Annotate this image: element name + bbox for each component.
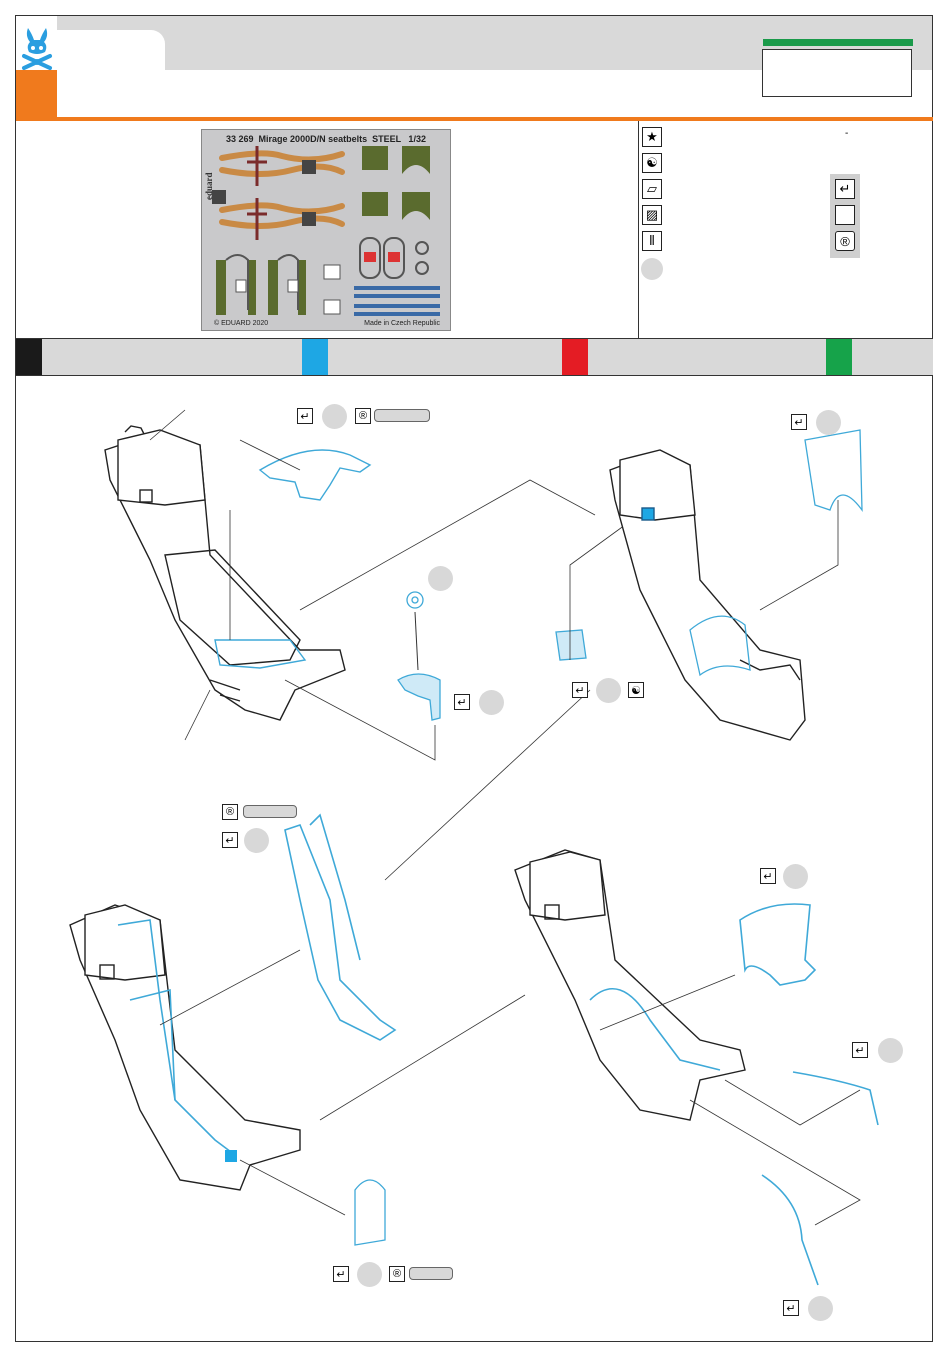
- part-circle: [244, 828, 269, 853]
- part-circle: [783, 864, 808, 889]
- yin-yang-icon: ☯: [628, 682, 644, 698]
- part-circle: [479, 690, 504, 715]
- bend-tick-icon: ↵: [783, 1300, 799, 1316]
- buckle-part: [355, 1180, 385, 1245]
- bend-tick-icon: ↵: [454, 694, 470, 710]
- bend-tick-icon: ↵: [572, 682, 588, 698]
- part-circle: [322, 404, 347, 429]
- part-circle: [816, 410, 841, 435]
- registered-r-icon: ®: [222, 804, 238, 820]
- part-circle: [596, 678, 621, 703]
- paint-ref-pill: [374, 409, 430, 422]
- registered-r-icon: ®: [389, 1266, 405, 1282]
- bend-tick-icon: ↵: [852, 1042, 868, 1058]
- bend-tick-icon: ↵: [333, 1266, 349, 1282]
- part-circle: [808, 1296, 833, 1321]
- seat-drawing-1: [105, 426, 345, 720]
- bend-tick-icon: ↵: [222, 832, 238, 848]
- bend-tick-icon: ↵: [791, 414, 807, 430]
- bracket-part: [398, 674, 440, 720]
- seat2-pe-panel: [805, 430, 862, 510]
- part-circle: [878, 1038, 903, 1063]
- seat-drawing-3: [70, 905, 300, 1190]
- plate-part: [556, 630, 586, 660]
- bend-tick-icon: ↵: [297, 408, 313, 424]
- part-circle: [357, 1262, 382, 1287]
- bend-tick-icon: ↵: [760, 868, 776, 884]
- registered-r-icon: ®: [355, 408, 371, 424]
- gear-part: [407, 592, 423, 608]
- paint-ref-pill: [243, 805, 297, 818]
- paint-ref-pill: [409, 1267, 453, 1280]
- part-circle: [428, 566, 453, 591]
